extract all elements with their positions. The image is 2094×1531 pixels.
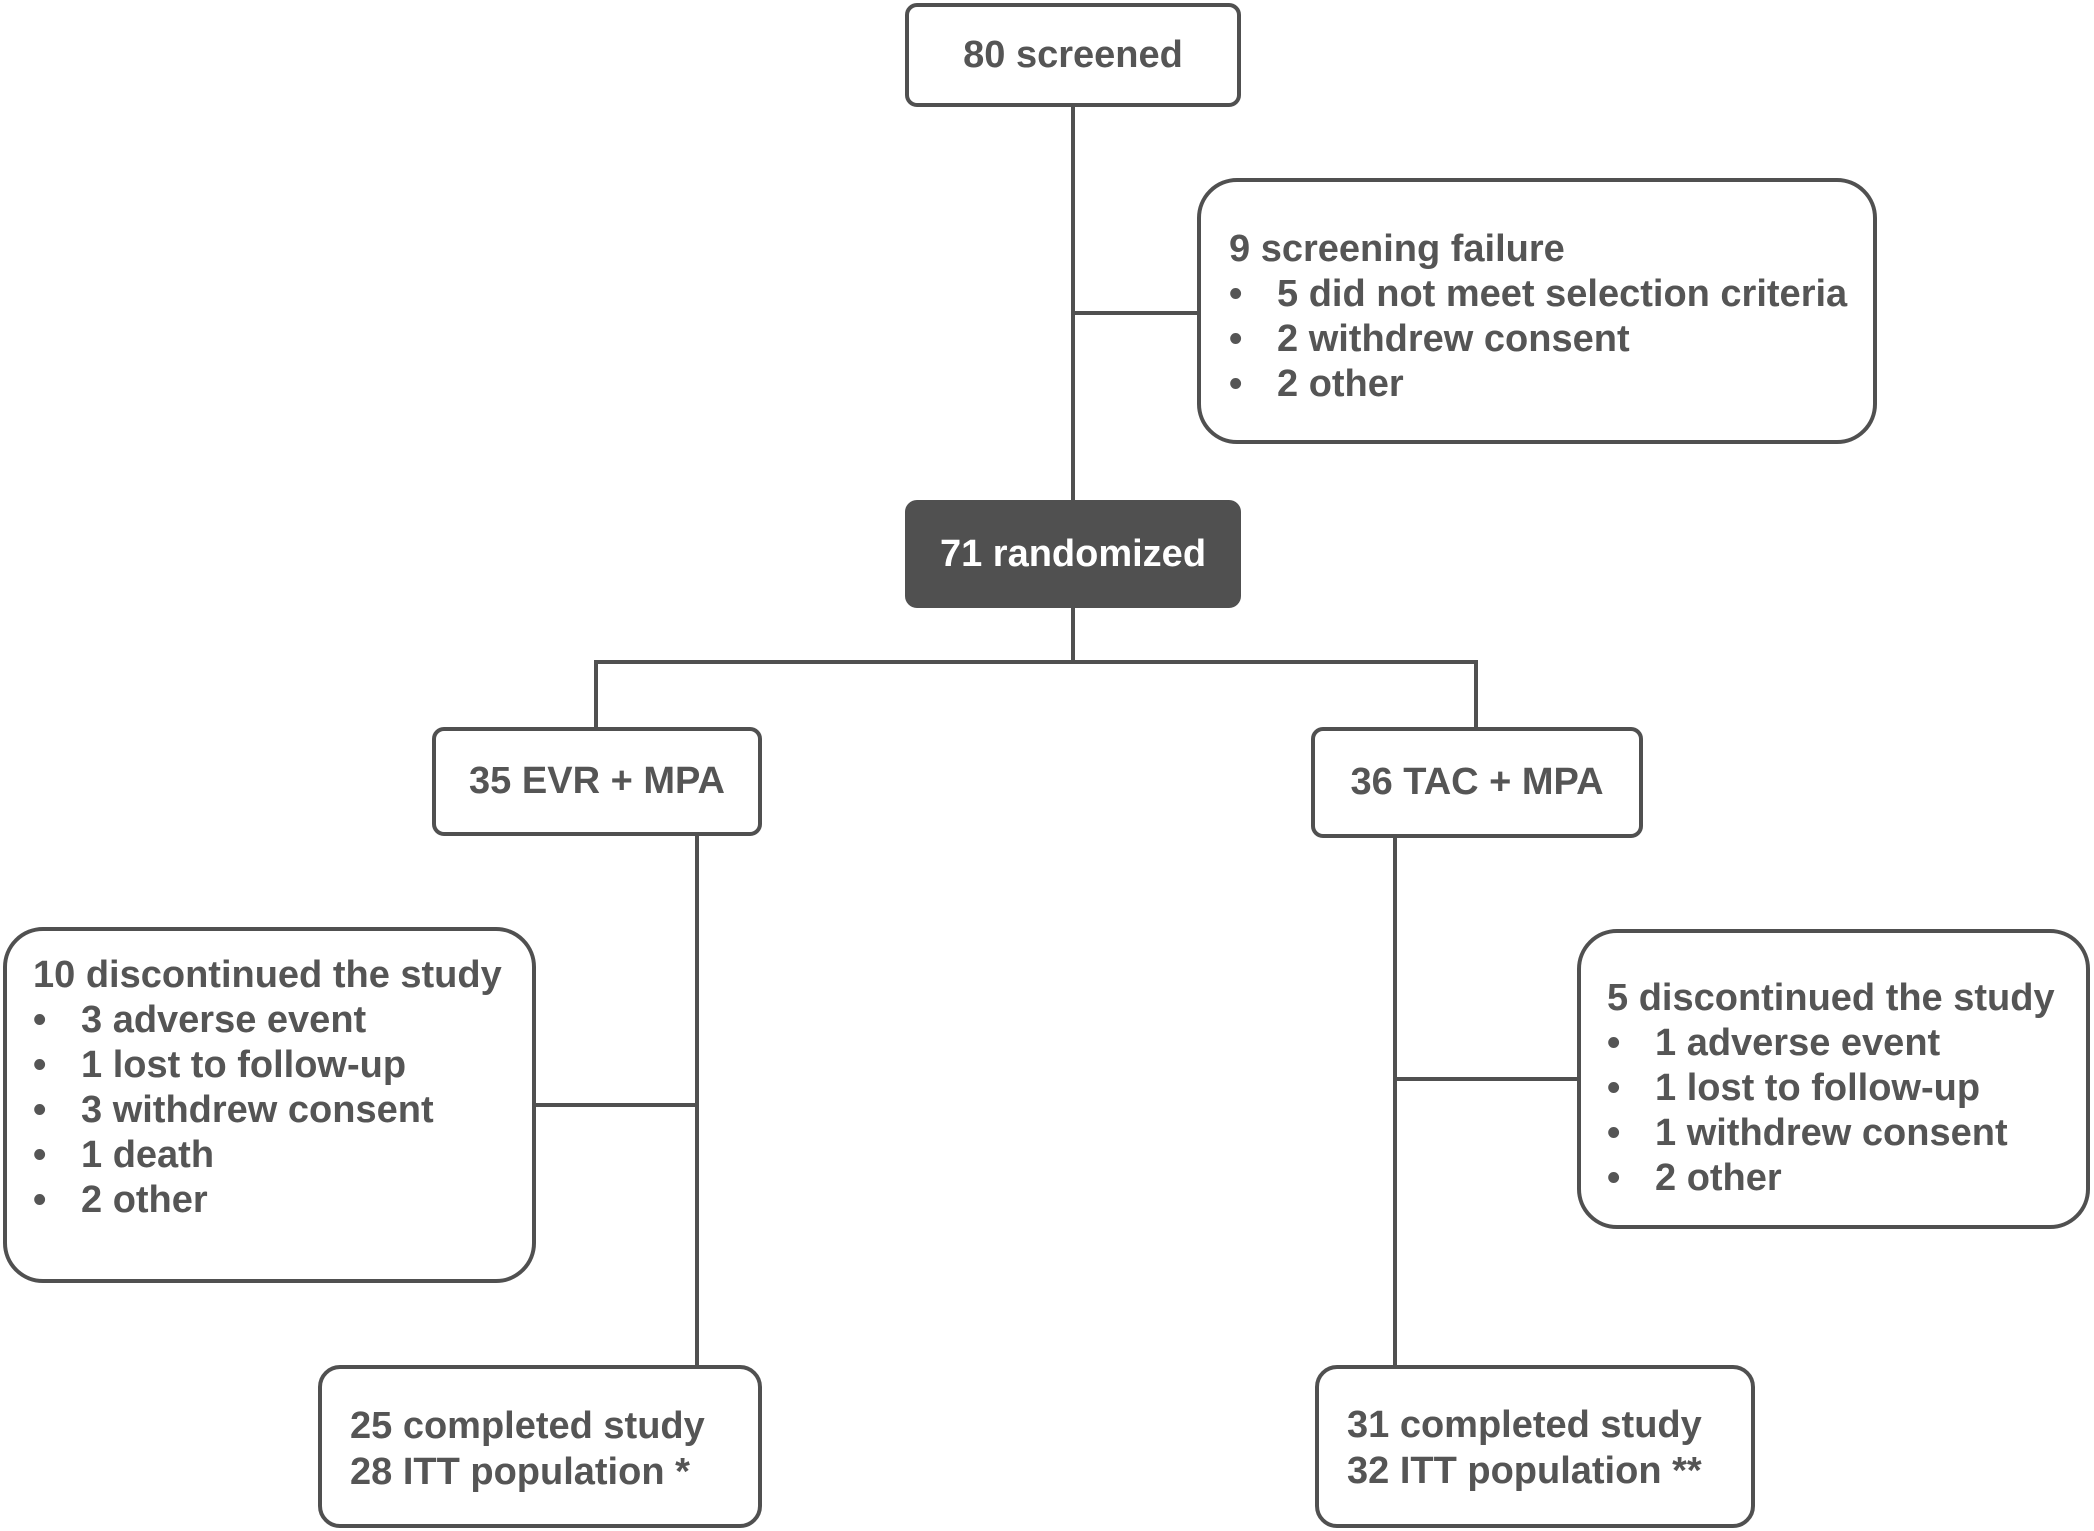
screening-failure-list: •5 did not meet selection criteria •2 wi… [1229,272,1873,407]
tac-discontinued-list: •1 adverse event •1 lost to follow-up •1… [1607,1021,2086,1201]
tac-discontinued-box: 5 discontinued the study •1 adverse even… [1577,929,2090,1229]
evr-arm-label: 35 EVR + MPA [469,760,725,802]
list-item: •1 adverse event [1607,1022,1941,1064]
bullet-icon: • [1607,1067,1621,1109]
tac-discontinued-title: 5 discontinued the study [1607,977,2055,1019]
list-item: •3 withdrew consent [33,1089,434,1131]
bullet-icon: • [33,1089,47,1131]
bullet-icon: • [33,1134,47,1176]
bullet-icon: • [1607,1157,1621,1199]
list-item: •1 withdrew consent [1607,1112,2008,1154]
tac-arm-label: 36 TAC + MPA [1350,761,1604,803]
tac-arm-box: 36 TAC + MPA [1311,727,1643,838]
tac-itt-population: 32 ITT population ** [1347,1450,1702,1492]
list-item: •5 did not meet selection criteria [1229,273,1848,315]
screening-failure-box: 9 screening failure •5 did not meet sele… [1197,178,1877,444]
bullet-icon: • [1607,1112,1621,1154]
list-item: •1 lost to follow-up [1607,1067,1981,1109]
bullet-icon: • [33,1044,47,1086]
evr-itt-population: 28 ITT population * [350,1451,690,1493]
tac-completed-box: 31 completed study 32 ITT population ** [1315,1365,1755,1528]
bullet-icon: • [1229,318,1243,360]
list-item: •1 death [33,1134,215,1176]
list-item: •1 lost to follow-up [33,1044,407,1086]
evr-completed-study: 25 completed study [350,1405,705,1447]
bullet-icon: • [1229,363,1243,405]
bullet-icon: • [1607,1022,1621,1064]
screened-box: 80 screened [905,3,1241,107]
screening-failure-title: 9 screening failure [1229,228,1565,270]
list-item: •2 other [1229,363,1404,405]
evr-completed-box: 25 completed study 28 ITT population * [318,1365,762,1528]
bullet-icon: • [1229,273,1243,315]
tac-completed-study: 31 completed study [1347,1404,1702,1446]
bullet-icon: • [33,999,47,1041]
list-item: •2 other [33,1179,208,1221]
bullet-icon: • [33,1179,47,1221]
randomized-label: 71 randomized [939,532,1207,575]
list-item: •2 withdrew consent [1229,318,1630,360]
screened-label: 80 screened [963,33,1183,76]
evr-discontinued-title: 10 discontinued the study [33,954,502,996]
list-item: •3 adverse event [33,999,367,1041]
evr-discontinued-box: 10 discontinued the study •3 adverse eve… [3,927,536,1283]
list-item: •2 other [1607,1157,1782,1199]
randomized-box: 71 randomized [905,500,1241,608]
evr-arm-box: 35 EVR + MPA [432,727,762,836]
evr-discontinued-list: •3 adverse event •1 lost to follow-up •3… [33,998,532,1223]
